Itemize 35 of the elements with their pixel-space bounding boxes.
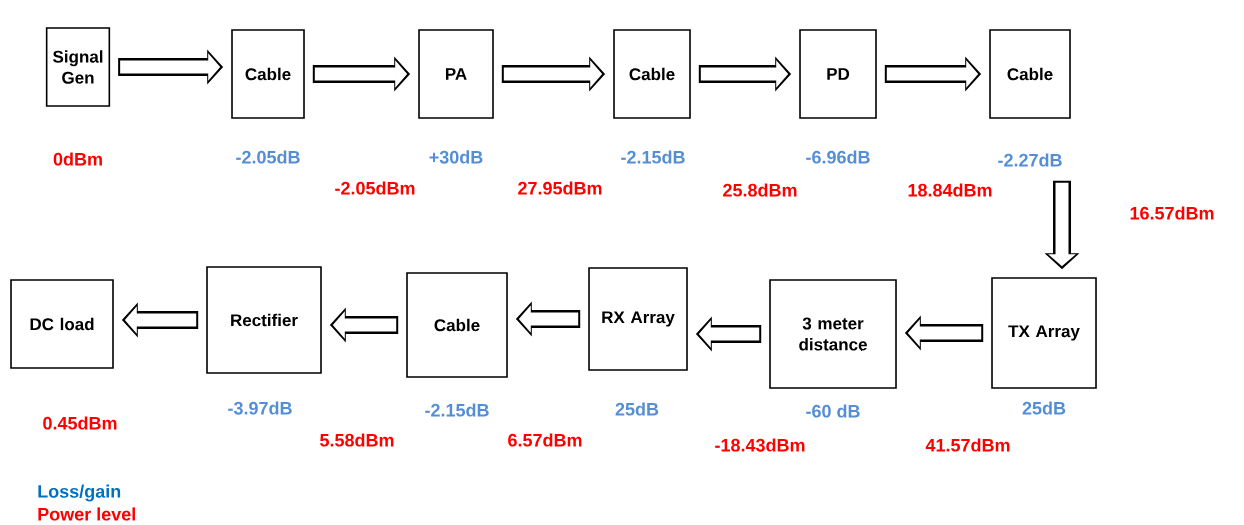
- gain-label: 25dB: [1022, 401, 1066, 415]
- process-box: Cable: [231, 29, 305, 119]
- gain-label: -2.15dB: [425, 403, 489, 417]
- power-label: 25.8dBm: [723, 183, 797, 197]
- power-label: 0.45dBm: [43, 416, 117, 430]
- process-box: PD: [799, 29, 877, 119]
- process-box: PA: [418, 29, 494, 119]
- gain-label: -2.05dB: [236, 150, 300, 164]
- legend-text: Loss/gain: [38, 484, 121, 502]
- gain-label: -2.27dB: [998, 153, 1062, 167]
- process-box: 3 meter distance: [769, 279, 897, 389]
- gain-label: 25dB: [615, 402, 659, 416]
- process-box: Cable: [613, 29, 691, 119]
- process-box: DC load: [10, 279, 114, 369]
- process-box: Rectifier: [206, 266, 322, 374]
- power-label: 5.58dBm: [320, 433, 394, 447]
- power-label: 41.57dBm: [925, 438, 1010, 452]
- power-label: -2.05dBm: [335, 181, 415, 195]
- power-label: 27.95dBm: [518, 181, 602, 195]
- process-box: Cable: [406, 272, 508, 378]
- legend-text: Power level: [38, 507, 135, 521]
- process-box: Cable: [989, 29, 1071, 119]
- power-label: 18.84dBm: [908, 183, 992, 197]
- process-box: TX Array: [991, 277, 1097, 389]
- power-label: 16.57dBm: [1130, 206, 1214, 220]
- gain-label: +30dB: [429, 150, 483, 164]
- gain-label: -60 dB: [806, 404, 860, 418]
- power-label: 0dBm: [53, 152, 102, 166]
- power-label: 6.57dBm: [508, 433, 582, 447]
- gain-label: -3.97dB: [228, 401, 292, 415]
- process-box: Signal Gen: [45, 27, 111, 107]
- gain-label: -6.96dB: [806, 150, 870, 164]
- gain-label: -2.15dB: [621, 150, 685, 164]
- power-label: -18.43dBm: [715, 438, 805, 452]
- process-box: RX Array: [588, 267, 688, 371]
